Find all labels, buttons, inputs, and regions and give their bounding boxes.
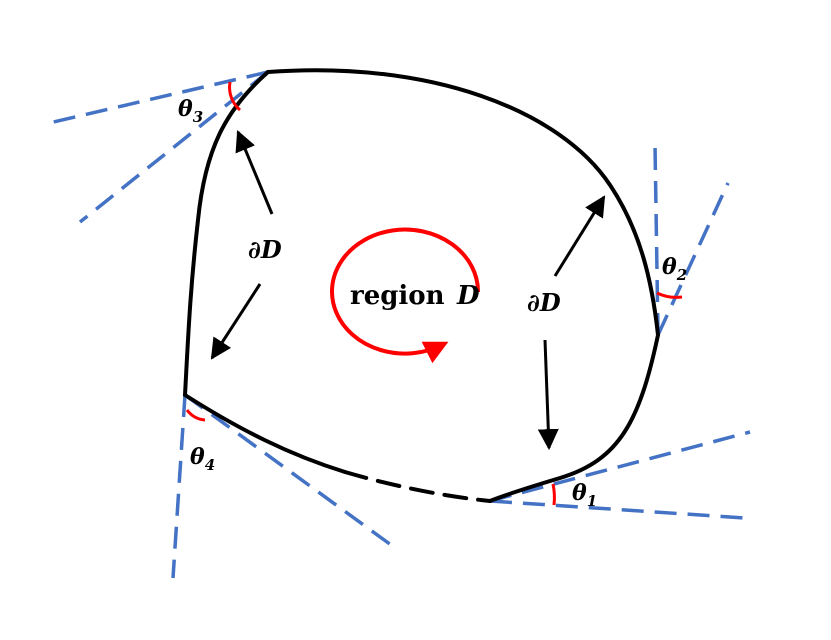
angle-arc-4: [185, 409, 206, 422]
boundary-segment-top-right: [266, 68, 660, 337]
orientation-arrow: [330, 227, 481, 364]
boundary-segment-bottom-left: [183, 393, 347, 474]
boundary-label-left: ∂D: [248, 235, 282, 264]
tangent-line-1b: [489, 499, 746, 520]
boundary-label-right: ∂D: [527, 288, 561, 317]
angle-arc-3: [228, 81, 242, 112]
region-label: region D: [350, 281, 480, 311]
theta-2-label: θ2: [662, 254, 687, 284]
tangent-line-2b: [656, 182, 730, 336]
arrow-left-up: [235, 130, 274, 215]
angle-arcs: [185, 81, 683, 506]
angle-arc-1: [551, 483, 556, 506]
theta-3-label: θ3: [178, 96, 203, 126]
tangent-line-4a: [183, 393, 400, 552]
boundary-segment-bottom-dashed: [343, 470, 492, 503]
normal-arrows: [210, 130, 606, 451]
arrow-right-down: [537, 339, 559, 451]
tangent-line-4b: [171, 394, 187, 579]
boundary-curve: [183, 68, 660, 503]
angle-arc-2: [656, 291, 683, 299]
theta-1-label: θ1: [572, 480, 597, 510]
boundary-segment-right-lower: [488, 333, 660, 503]
arrow-left-down: [210, 283, 262, 360]
tangent-line-1a: [489, 430, 751, 503]
tangent-line-3b: [78, 70, 270, 224]
tangent-lines: [44, 70, 751, 579]
tangent-line-3a: [44, 70, 269, 126]
theta-4-label: θ4: [190, 444, 215, 474]
boundary-segment-left: [183, 70, 270, 397]
arrow-right-up: [553, 195, 606, 277]
